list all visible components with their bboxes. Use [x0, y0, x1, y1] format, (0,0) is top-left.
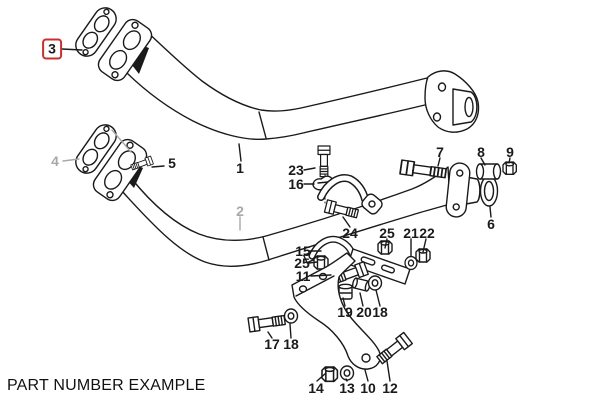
- callout-6: 6: [487, 216, 495, 232]
- callout-12: 12: [382, 380, 398, 396]
- washer-13-drawing: [339, 365, 355, 381]
- callout-16: 16: [288, 176, 304, 192]
- callout-5: 5: [168, 155, 176, 171]
- front-pipe-2-drawing: [120, 162, 451, 268]
- callout-13: 13: [339, 380, 355, 396]
- pipe-1-outlet-flange-drawing: [424, 70, 480, 133]
- callout-2: 2: [236, 203, 244, 219]
- bushing-8-drawing: [475, 163, 502, 180]
- callout-8: 8: [477, 144, 485, 160]
- callout-21: 21: [403, 225, 419, 241]
- callout-18b: 18: [372, 304, 388, 320]
- washer-21-drawing: [404, 255, 418, 271]
- callout-3-highlighted: 3: [42, 38, 62, 60]
- slotted-bar-drawing: [347, 248, 411, 285]
- clip-16-drawing: [312, 175, 334, 191]
- washer-18a-drawing: [283, 308, 299, 324]
- callout-4: 4: [51, 153, 59, 169]
- callout-10: 10: [360, 380, 376, 396]
- spacer-20-drawing: [352, 277, 371, 292]
- callout-24: 24: [342, 225, 358, 241]
- bolt-7-drawing: [399, 159, 448, 182]
- callout-15: 15: [295, 243, 311, 259]
- callout-22: 22: [419, 225, 435, 241]
- support-bracket-10-drawing: [291, 252, 381, 370]
- bolt-12-drawing: [374, 331, 414, 367]
- bolt-17-drawing: [247, 312, 287, 333]
- callout-18a: 18: [283, 336, 299, 352]
- bushing-19-drawing: [338, 283, 353, 300]
- callout-20: 20: [356, 304, 372, 320]
- washer-18b-drawing: [367, 275, 383, 291]
- callout-17: 17: [264, 336, 280, 352]
- callout-19: 19: [337, 304, 353, 320]
- leader-lines: [61, 48, 511, 382]
- callout-23: 23: [288, 162, 304, 178]
- nut-9-drawing: [502, 161, 517, 176]
- callout-1: 1: [236, 160, 244, 176]
- bolt-23-drawing: [317, 145, 331, 178]
- pipe-2-end-drawing: [445, 162, 499, 218]
- callout-7: 7: [436, 144, 444, 160]
- pipe-strap-bracket-drawing: [317, 174, 383, 215]
- caption-text: PART NUMBER EXAMPLE: [7, 377, 206, 394]
- callout-25b: 25: [294, 255, 310, 271]
- callout-11: 11: [295, 268, 311, 284]
- callout-14: 14: [308, 380, 324, 396]
- callout-9: 9: [506, 144, 514, 160]
- callout-25a: 25: [379, 225, 395, 241]
- front-pipe-1-drawing: [117, 26, 430, 141]
